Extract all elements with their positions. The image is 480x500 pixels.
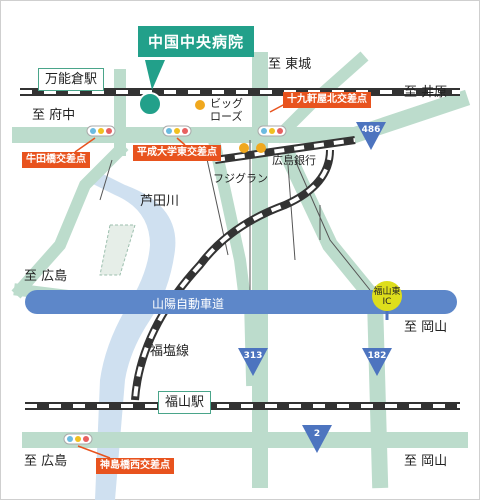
route-486-label: 486 bbox=[361, 125, 381, 135]
label-hiroshima-bank: 広島銀行 bbox=[272, 154, 316, 167]
direction-okayama-bottom: 至 岡山 bbox=[404, 454, 448, 469]
road-182 bbox=[279, 149, 389, 489]
road-fuchu bbox=[12, 89, 471, 143]
ic-marker bbox=[372, 281, 402, 311]
big-rose-dot bbox=[195, 100, 205, 110]
fujigran-dot bbox=[239, 143, 249, 153]
railway-fukuen bbox=[131, 149, 334, 401]
tag-ushitabashi: 牛田橋交差点 bbox=[22, 152, 90, 168]
route-313-label: 313 bbox=[243, 351, 263, 361]
direction-ihara: 至 井原 bbox=[404, 85, 448, 100]
direction-okayama-mid: 至 岡山 bbox=[404, 320, 448, 335]
label-ashida-river: 芦田川 bbox=[140, 194, 180, 209]
hospital-marker bbox=[138, 92, 162, 116]
railway-top bbox=[20, 88, 460, 96]
ashida-river bbox=[85, 170, 176, 500]
traffic-light-kanshima bbox=[63, 433, 93, 445]
label-fujigran: フジグラン bbox=[213, 172, 268, 185]
station-mannogura: 万能倉駅 bbox=[38, 68, 105, 91]
traffic-light-heisei bbox=[162, 125, 192, 137]
hospital-name[interactable]: 中国中央病院 bbox=[138, 26, 255, 57]
traffic-light-jukkenya bbox=[257, 125, 287, 137]
route-2-label: 2 bbox=[313, 429, 321, 439]
road-center-left bbox=[207, 137, 252, 307]
tag-kanshimabashi-nishi: 神島橋西交差点 bbox=[96, 458, 174, 474]
tag-jukkenya-kita: 十九軒屋北交差点 bbox=[283, 92, 371, 108]
direction-fuchu: 至 府中 bbox=[32, 108, 76, 123]
direction-hiroshima-mid: 至 広島 bbox=[24, 269, 68, 284]
route-486-shield bbox=[356, 122, 386, 150]
label-interchange: 福山東 IC bbox=[373, 287, 401, 307]
road-ushitabashi bbox=[11, 141, 129, 299]
railway-right bbox=[214, 136, 356, 164]
label-fukuen-line: 福塩線 bbox=[150, 344, 190, 359]
railway-bottom bbox=[25, 402, 460, 410]
sanyo-expressway bbox=[25, 290, 457, 314]
tag-heisei-daigaku: 平成大学東交差点 bbox=[133, 145, 221, 161]
direction-hiroshima-bottom: 至 広島 bbox=[24, 454, 68, 469]
hospital-pointer bbox=[145, 60, 165, 90]
bridge bbox=[99, 224, 136, 276]
hiroshima-bank-dot bbox=[256, 143, 266, 153]
direction-higashijo: 至 東城 bbox=[268, 57, 312, 72]
station-fukuyama: 福山駅 bbox=[158, 391, 212, 414]
traffic-light-ushitabashi bbox=[86, 125, 116, 137]
route-182-shield bbox=[362, 348, 392, 376]
label-sanyo-expressway: 山陽自動車道 bbox=[152, 297, 225, 311]
label-big-rose: ビッグ ローズ bbox=[210, 97, 243, 123]
route-313-shield bbox=[238, 348, 268, 376]
route-182-label: 182 bbox=[367, 351, 387, 361]
route-2-shield bbox=[302, 425, 332, 453]
